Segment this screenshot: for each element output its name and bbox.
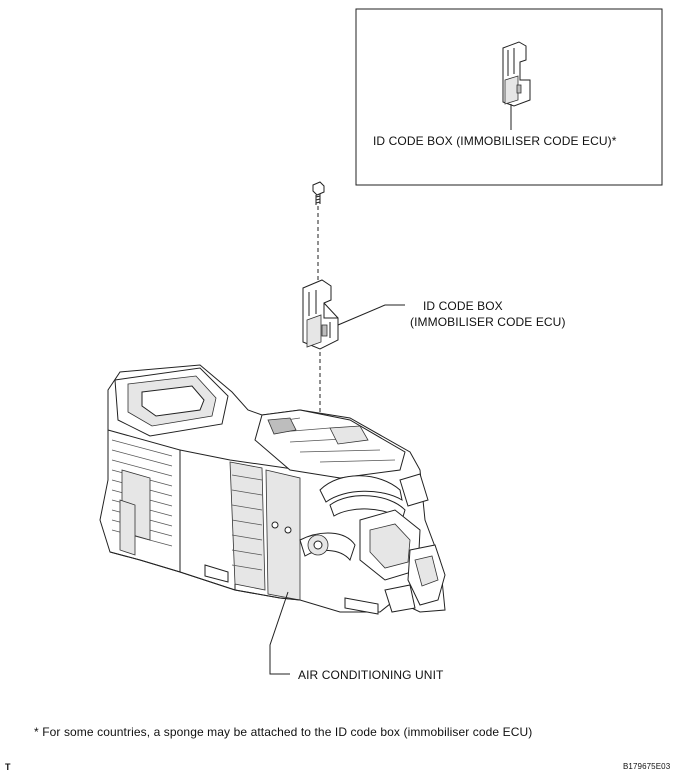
- footnote: * For some countries, a sponge may be at…: [34, 725, 533, 739]
- id-code-box-label-line1: ID CODE BOX: [423, 299, 503, 313]
- corner-mark: T: [5, 762, 11, 772]
- inset-label: ID CODE BOX (IMMOBILISER CODE ECU)*: [373, 134, 617, 148]
- ac-unit-label: AIR CONDITIONING UNIT: [298, 668, 444, 682]
- inset-frame: [355, 8, 663, 186]
- air-conditioning-unit: [99, 364, 446, 615]
- ac-unit-leader: [269, 591, 290, 675]
- inset-id-code-box: [502, 41, 531, 130]
- id-box-leader: [337, 304, 405, 326]
- id-code-box-part: [302, 279, 339, 350]
- bolt: [312, 181, 325, 205]
- figure-code: B179675E03: [623, 762, 671, 771]
- id-code-box-label-line2: (IMMOBILISER CODE ECU): [410, 315, 566, 329]
